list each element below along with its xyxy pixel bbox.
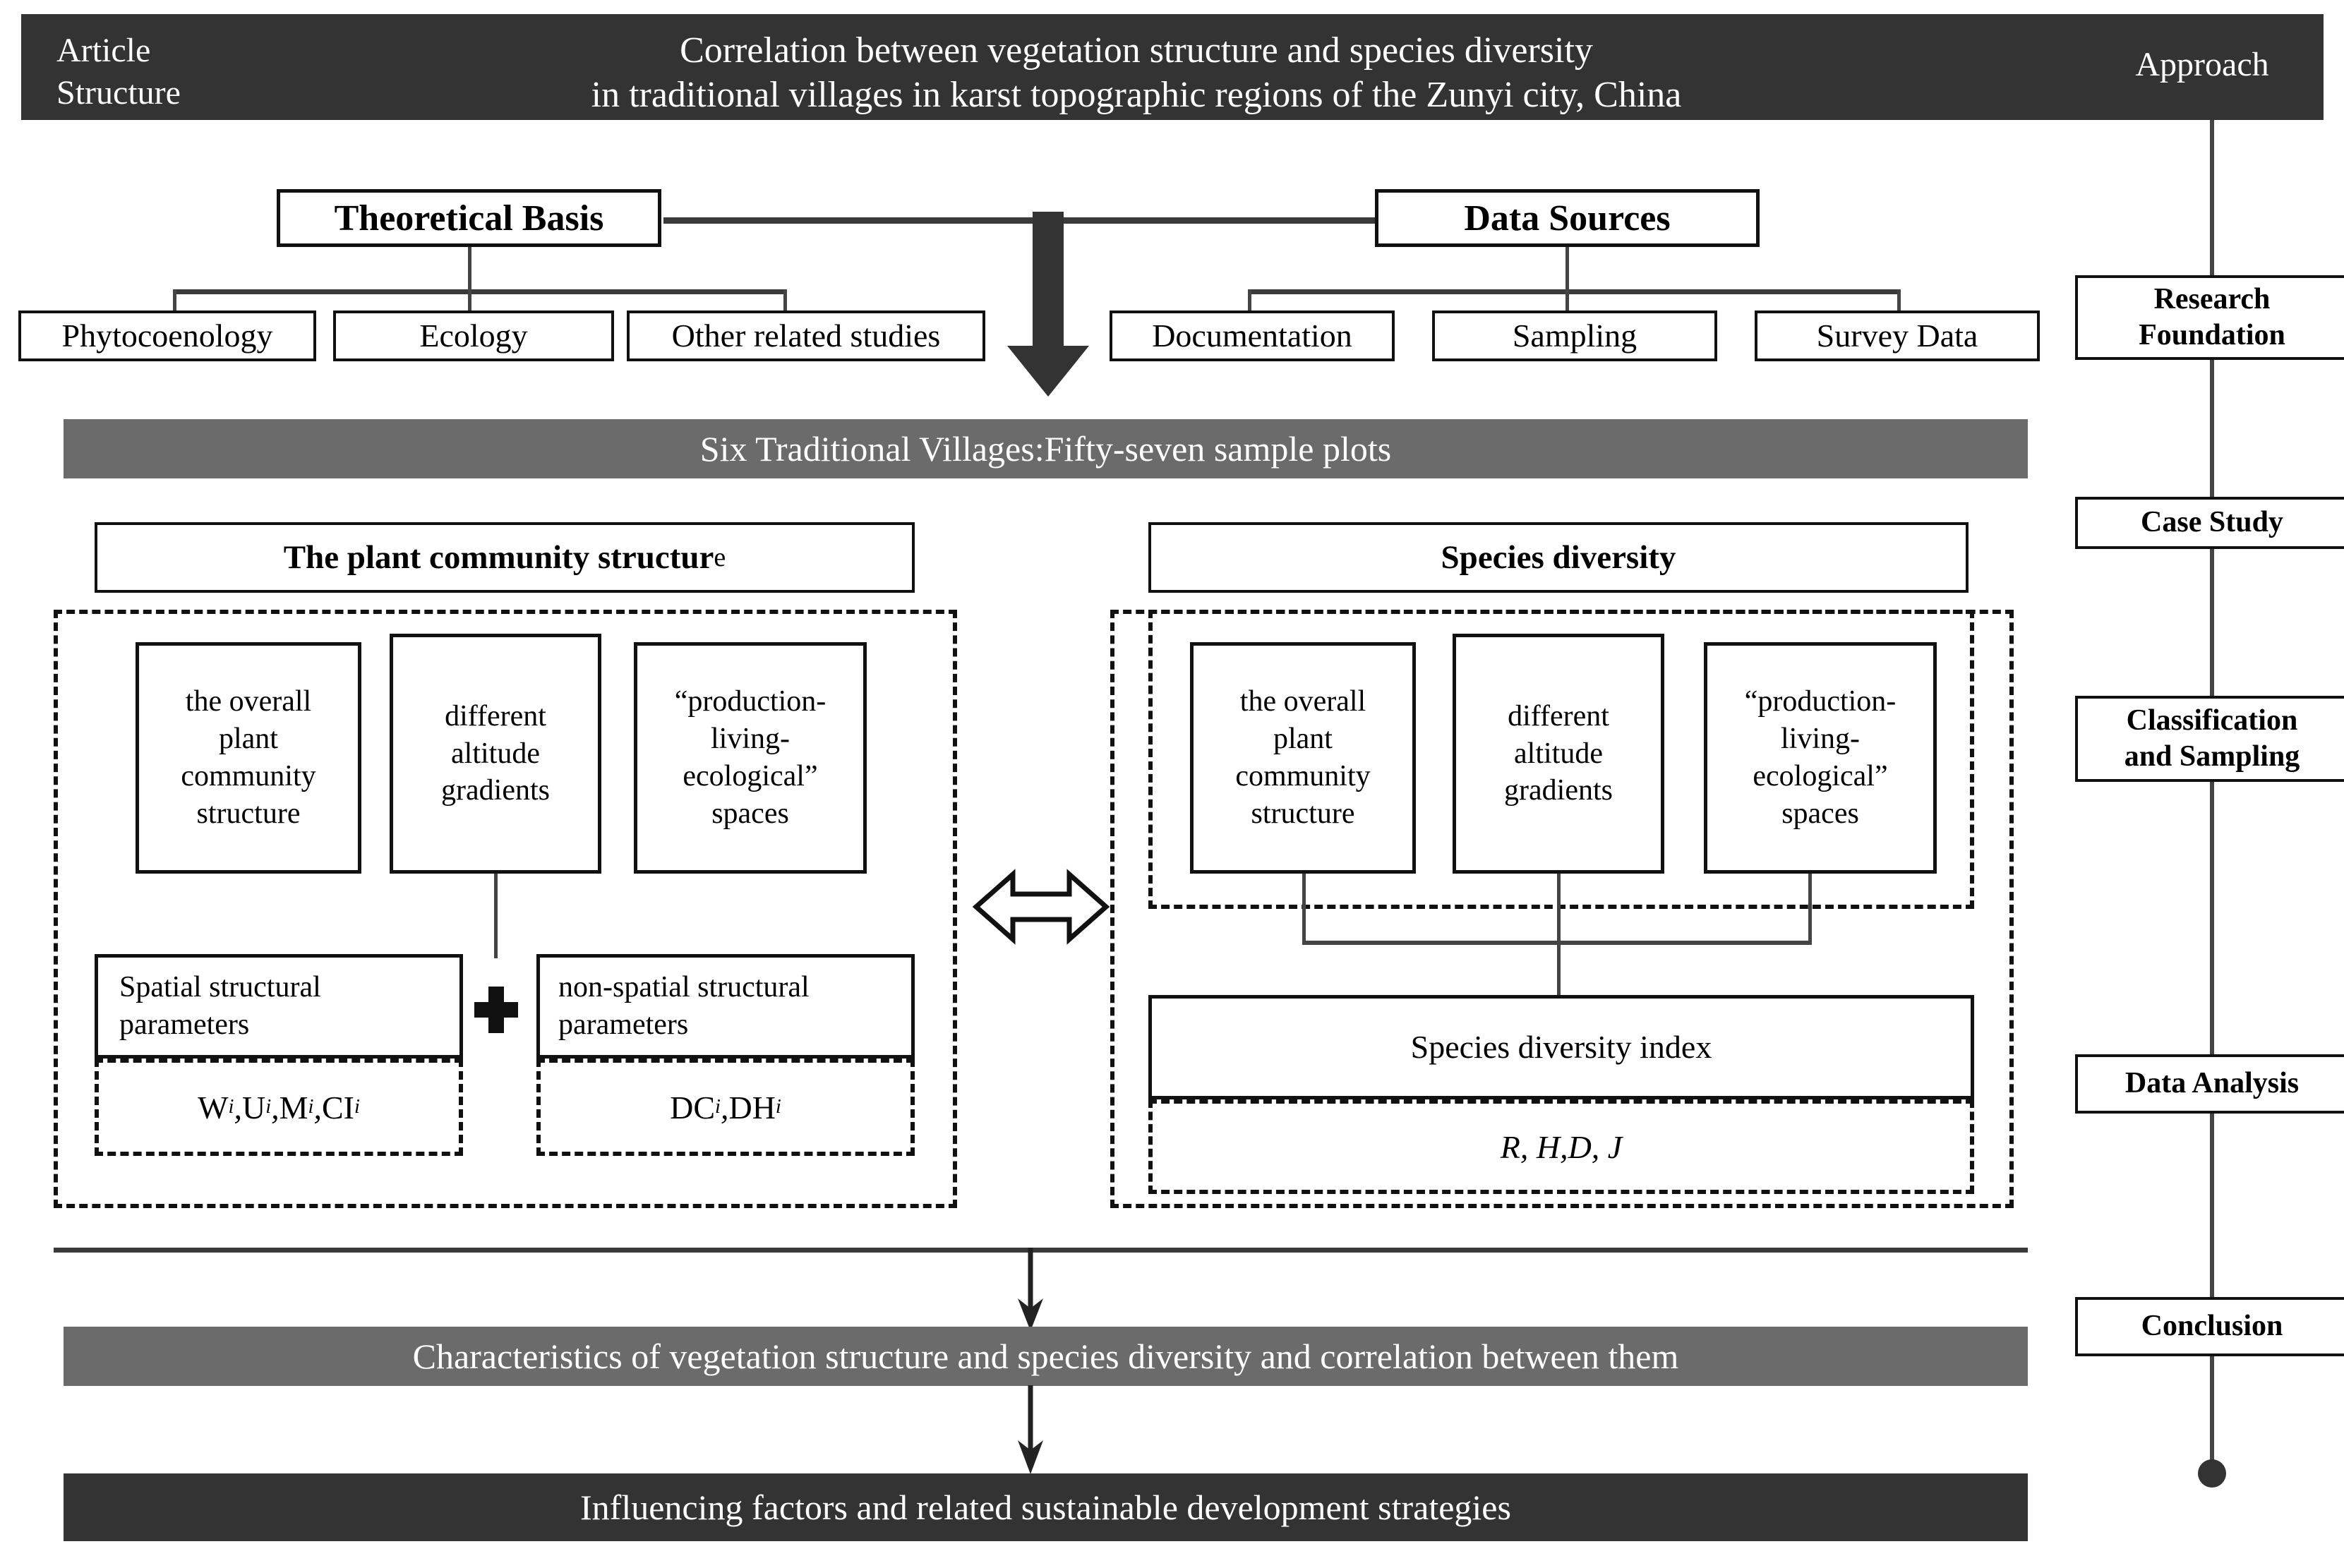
species-diversity-index-formula: R, H,D, J <box>1500 1128 1623 1165</box>
theoretical-child-other-related-studies[interactable]: Other related studies <box>627 310 985 361</box>
left-aspect-connector <box>494 874 498 958</box>
nonspatial-parameters-label: non-spatial structural parameters <box>558 971 810 1041</box>
approach-step-research-foundation-line1: Research <box>2153 282 2271 315</box>
article-structure-label-line1: Article <box>56 32 151 69</box>
page-title: Correlation between vegetation structure… <box>438 28 1835 118</box>
case-study-banner: Six Traditional Villages:Fifty-seven sam… <box>64 419 2028 478</box>
approach-step-classification-and-sampling[interactable]: Classification and Sampling <box>2075 696 2344 782</box>
nonspatial-formula-dashed-box <box>536 1059 915 1156</box>
right-drop-2 <box>1557 874 1561 944</box>
tb-stem <box>468 247 471 292</box>
section-divider <box>54 1248 2028 1253</box>
approach-spine-end-dot <box>2198 1459 2226 1488</box>
page-title-line1: Correlation between vegetation structure… <box>680 30 1593 71</box>
approach-step-classification-line1: Classification <box>2126 704 2298 737</box>
plus-icon <box>474 987 518 1033</box>
approach-step-data-analysis[interactable]: Data Analysis <box>2075 1054 2344 1114</box>
theoretical-basis-box[interactable]: Theoretical Basis <box>277 189 661 247</box>
right-drop-1 <box>1302 874 1306 944</box>
data-sources-box[interactable]: Data Sources <box>1375 189 1760 247</box>
data-child-documentation[interactable]: Documentation <box>1110 310 1395 361</box>
header-bar <box>21 14 2324 120</box>
approach-step-research-foundation[interactable]: Research Foundation <box>2075 275 2344 360</box>
left-aspect-altitude-gradients[interactable]: different altitude gradients <box>390 634 601 874</box>
approach-step-case-study[interactable]: Case Study <box>2075 497 2344 549</box>
arrow-results-to-conclusion <box>1018 1385 1043 1474</box>
approach-spine <box>2210 120 2214 1480</box>
conclusion-banner: Influencing factors and related sustaina… <box>64 1473 2028 1541</box>
results-banner: Characteristics of vegetation structure … <box>64 1327 2028 1386</box>
species-diversity-index-box[interactable]: Species diversity index <box>1148 995 1974 1099</box>
approach-step-classification-line2: and Sampling <box>2124 740 2300 773</box>
left-aspect-overall-structure[interactable]: the overall plant community structure <box>136 642 361 874</box>
plant-community-structure-heading: The plant community structur <box>283 539 714 576</box>
tb-bus <box>173 289 787 294</box>
spatial-parameters-box[interactable]: Spatial structural parameters <box>95 954 463 1059</box>
approach-label: Approach <box>2135 46 2269 83</box>
arrow-divider-to-results <box>1018 1248 1043 1331</box>
data-child-survey-data[interactable]: Survey Data <box>1755 310 2040 361</box>
approach-step-conclusion[interactable]: Conclusion <box>2075 1297 2344 1356</box>
theoretical-child-ecology[interactable]: Ecology <box>333 310 614 361</box>
thick-down-arrow-to-case-banner <box>1007 212 1089 397</box>
right-drop-3 <box>1808 874 1812 944</box>
ds-stem <box>1565 247 1569 292</box>
nonspatial-parameters-box[interactable]: non-spatial structural parameters <box>536 954 915 1059</box>
page-title-line2: in traditional villages in karst topogra… <box>591 75 1682 116</box>
species-diversity-header-box: Species diversity <box>1148 522 1969 593</box>
right-aspect-altitude-gradients[interactable]: different altitude gradients <box>1453 634 1664 874</box>
left-panel-dashed-container <box>54 610 957 1208</box>
right-bus-stem <box>1557 941 1561 999</box>
approach-step-research-foundation-line2: Foundation <box>2139 319 2285 351</box>
spatial-formula-dashed-box <box>95 1059 463 1156</box>
right-aspect-production-living-ecological[interactable]: “production-living-ecological” spaces <box>1704 642 1937 874</box>
connector-tb-to-ds <box>663 217 1376 224</box>
right-aspects-dashed-subcontainer <box>1148 610 1974 909</box>
theoretical-child-phytocoenology[interactable]: Phytocoenology <box>18 310 316 361</box>
right-aspect-overall-structure[interactable]: the overall plant community structure <box>1190 642 1416 874</box>
spatial-parameters-label: Spatial structural parameters <box>119 971 321 1041</box>
double-headed-correlation-arrow <box>972 869 1110 945</box>
species-diversity-index-formula-dashed-box <box>1148 1099 1974 1194</box>
data-child-sampling[interactable]: Sampling <box>1432 310 1717 361</box>
plant-community-structure-heading-tail: e <box>714 543 726 572</box>
article-structure-label-line2: Structure <box>56 74 181 111</box>
ds-bus <box>1248 289 1901 294</box>
left-aspect-production-living-ecological[interactable]: “production-living-ecological” spaces <box>634 642 867 874</box>
article-structure-label: Article Structure <box>56 30 353 114</box>
